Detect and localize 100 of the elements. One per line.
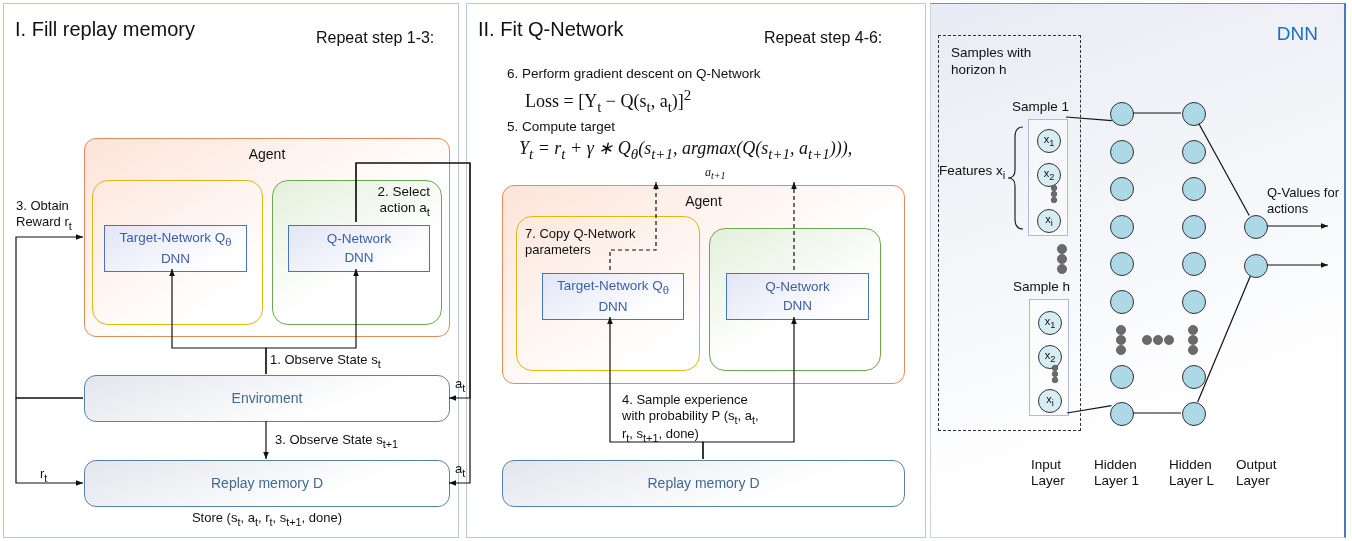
input-neuron	[1037, 163, 1061, 187]
math-formula: Y$_{t}$ = r$_{t}$ + γ ∗ Q$_{θ}$(s$_{t+1}$, argmax(Q(s$_{t+1}$, a$_{t+1}$))),	[519, 137, 854, 164]
formula-subscript: a$_{t+1}$	[705, 165, 726, 183]
layer-label: Input Layer	[1031, 457, 1066, 490]
edge-label: Q-Values for actions	[1267, 185, 1340, 217]
edge-label: 3. Observe State s$_{t+1}$	[275, 432, 399, 451]
neuron	[1182, 365, 1206, 389]
box-title: Agent	[247, 146, 287, 164]
dashed-arrow	[791, 181, 797, 271]
connector-line	[1132, 412, 1182, 414]
step-label: 5. Compute target	[507, 119, 616, 136]
arrow	[263, 420, 269, 460]
input-neuron	[1038, 345, 1062, 369]
edge-label: r$_{t}$	[40, 466, 48, 485]
layer-label: Hidden Layer 1	[1094, 457, 1141, 490]
process-box	[502, 460, 905, 507]
math-formula: Loss = [Y$_{t}$ − Q(s$_{t}$, a$_{t}$)]$^{2}$	[525, 86, 692, 116]
dashed-group-box	[938, 35, 1081, 431]
network-label: Q-Network	[765, 278, 830, 297]
box-title: Replay memory D	[647, 474, 760, 493]
network-label: Target-Network Q$_{θ}$	[119, 228, 232, 250]
network-label: Target-Network Q$_{θ}$	[556, 276, 669, 298]
arrow	[265, 268, 359, 375]
dashed-arrow	[609, 181, 659, 271]
panel	[466, 3, 926, 538]
group-box	[272, 180, 442, 325]
neuron	[1110, 290, 1134, 314]
variable-label: x$_{1}$	[1043, 132, 1055, 150]
variable-label: x$_{1}$	[1044, 314, 1056, 332]
step-label: 7. Copy Q-Network parameters	[525, 226, 637, 259]
network-label: DNN	[782, 296, 813, 315]
neuron	[1244, 254, 1268, 278]
edge-label: a$_{t}$	[455, 376, 466, 395]
network-box	[542, 273, 684, 320]
box-title: Agent	[684, 193, 723, 211]
feature-label: Features x$_{i}$	[939, 163, 1006, 183]
neuron	[1110, 102, 1134, 126]
panel-title: DNN	[1276, 22, 1318, 46]
box-title: Replay memory D	[211, 474, 323, 493]
network-label: DNN	[160, 249, 191, 268]
edge-label: a$_{t}$	[455, 461, 466, 480]
variable-label: x$_{2}$	[1044, 348, 1056, 366]
neuron	[1182, 102, 1206, 126]
connector-line	[1198, 122, 1250, 217]
neuron	[1182, 140, 1206, 164]
network-label: DNN	[598, 297, 628, 316]
edge-label: 3. Obtain Reward r$_{t}$	[16, 198, 73, 233]
repeat-note: Repeat step 4-6:	[764, 28, 883, 48]
arrow	[355, 162, 471, 486]
group-box	[709, 228, 881, 371]
arrow	[15, 234, 84, 399]
neuron	[1110, 215, 1134, 239]
edge-label: 4. Sample experience with probability P (s$_{t}$, a$_{t}$, r$_{t}$, s$_{t+1}$, done)	[622, 392, 760, 445]
group-box	[516, 216, 700, 371]
panel-title: II. Fit Q-Network	[478, 17, 624, 42]
neuron	[1182, 177, 1206, 201]
step-label: 6. Perform gradient descent on Q-Network	[507, 66, 761, 83]
repeat-note: Repeat step 1-3:	[316, 28, 435, 48]
box-title: Enviroment	[231, 389, 303, 408]
panel	[930, 3, 1346, 538]
sample-title: Sample h	[1012, 279, 1070, 296]
neuron	[1182, 252, 1206, 276]
connector-line	[1132, 112, 1182, 114]
neuron	[1244, 215, 1268, 239]
neuron	[1110, 140, 1134, 164]
neuron	[1110, 402, 1134, 426]
input-neuron	[1037, 209, 1061, 233]
sample-title: Sample 1	[1011, 99, 1069, 116]
input-neuron	[1038, 311, 1062, 335]
input-neuron	[1038, 389, 1062, 413]
group-title: Samples with horizon h	[951, 45, 1033, 79]
connector-line	[1197, 275, 1251, 403]
neuron	[1110, 365, 1134, 389]
variable-label: x$_{i}$	[1045, 212, 1053, 230]
agent-box	[502, 185, 905, 384]
variable-label: x$_{i}$	[1046, 392, 1054, 410]
arrow	[1266, 262, 1329, 268]
network-label: Q-Network	[326, 230, 392, 249]
network-box	[104, 225, 247, 272]
step-label: 2. Select action a$_{t}$	[376, 184, 430, 220]
neuron	[1110, 252, 1134, 276]
layer-label: Output Layer	[1236, 457, 1278, 490]
connector-line	[1065, 116, 1113, 122]
arrow	[1266, 223, 1329, 229]
network-label: DNN	[344, 248, 374, 267]
edge-label: 1. Observe State s$_{t}$	[270, 352, 381, 371]
process-box	[84, 375, 450, 422]
input-neuron	[1037, 129, 1061, 153]
connector-line	[1066, 405, 1113, 414]
network-box	[288, 225, 430, 272]
group-box	[92, 180, 263, 325]
node-label: Store (s$_{t}$, a$_{t}$, r$_{t}$, s$_{t+1}$, done)	[190, 510, 344, 530]
layer-label: Hidden Layer L	[1169, 457, 1216, 490]
variable-label: x$_{2}$	[1043, 166, 1055, 184]
neuron	[1182, 215, 1206, 239]
arrow	[702, 316, 797, 460]
neuron	[1182, 402, 1206, 426]
neuron	[1110, 177, 1134, 201]
arrow	[15, 397, 84, 486]
neuron	[1182, 290, 1206, 314]
